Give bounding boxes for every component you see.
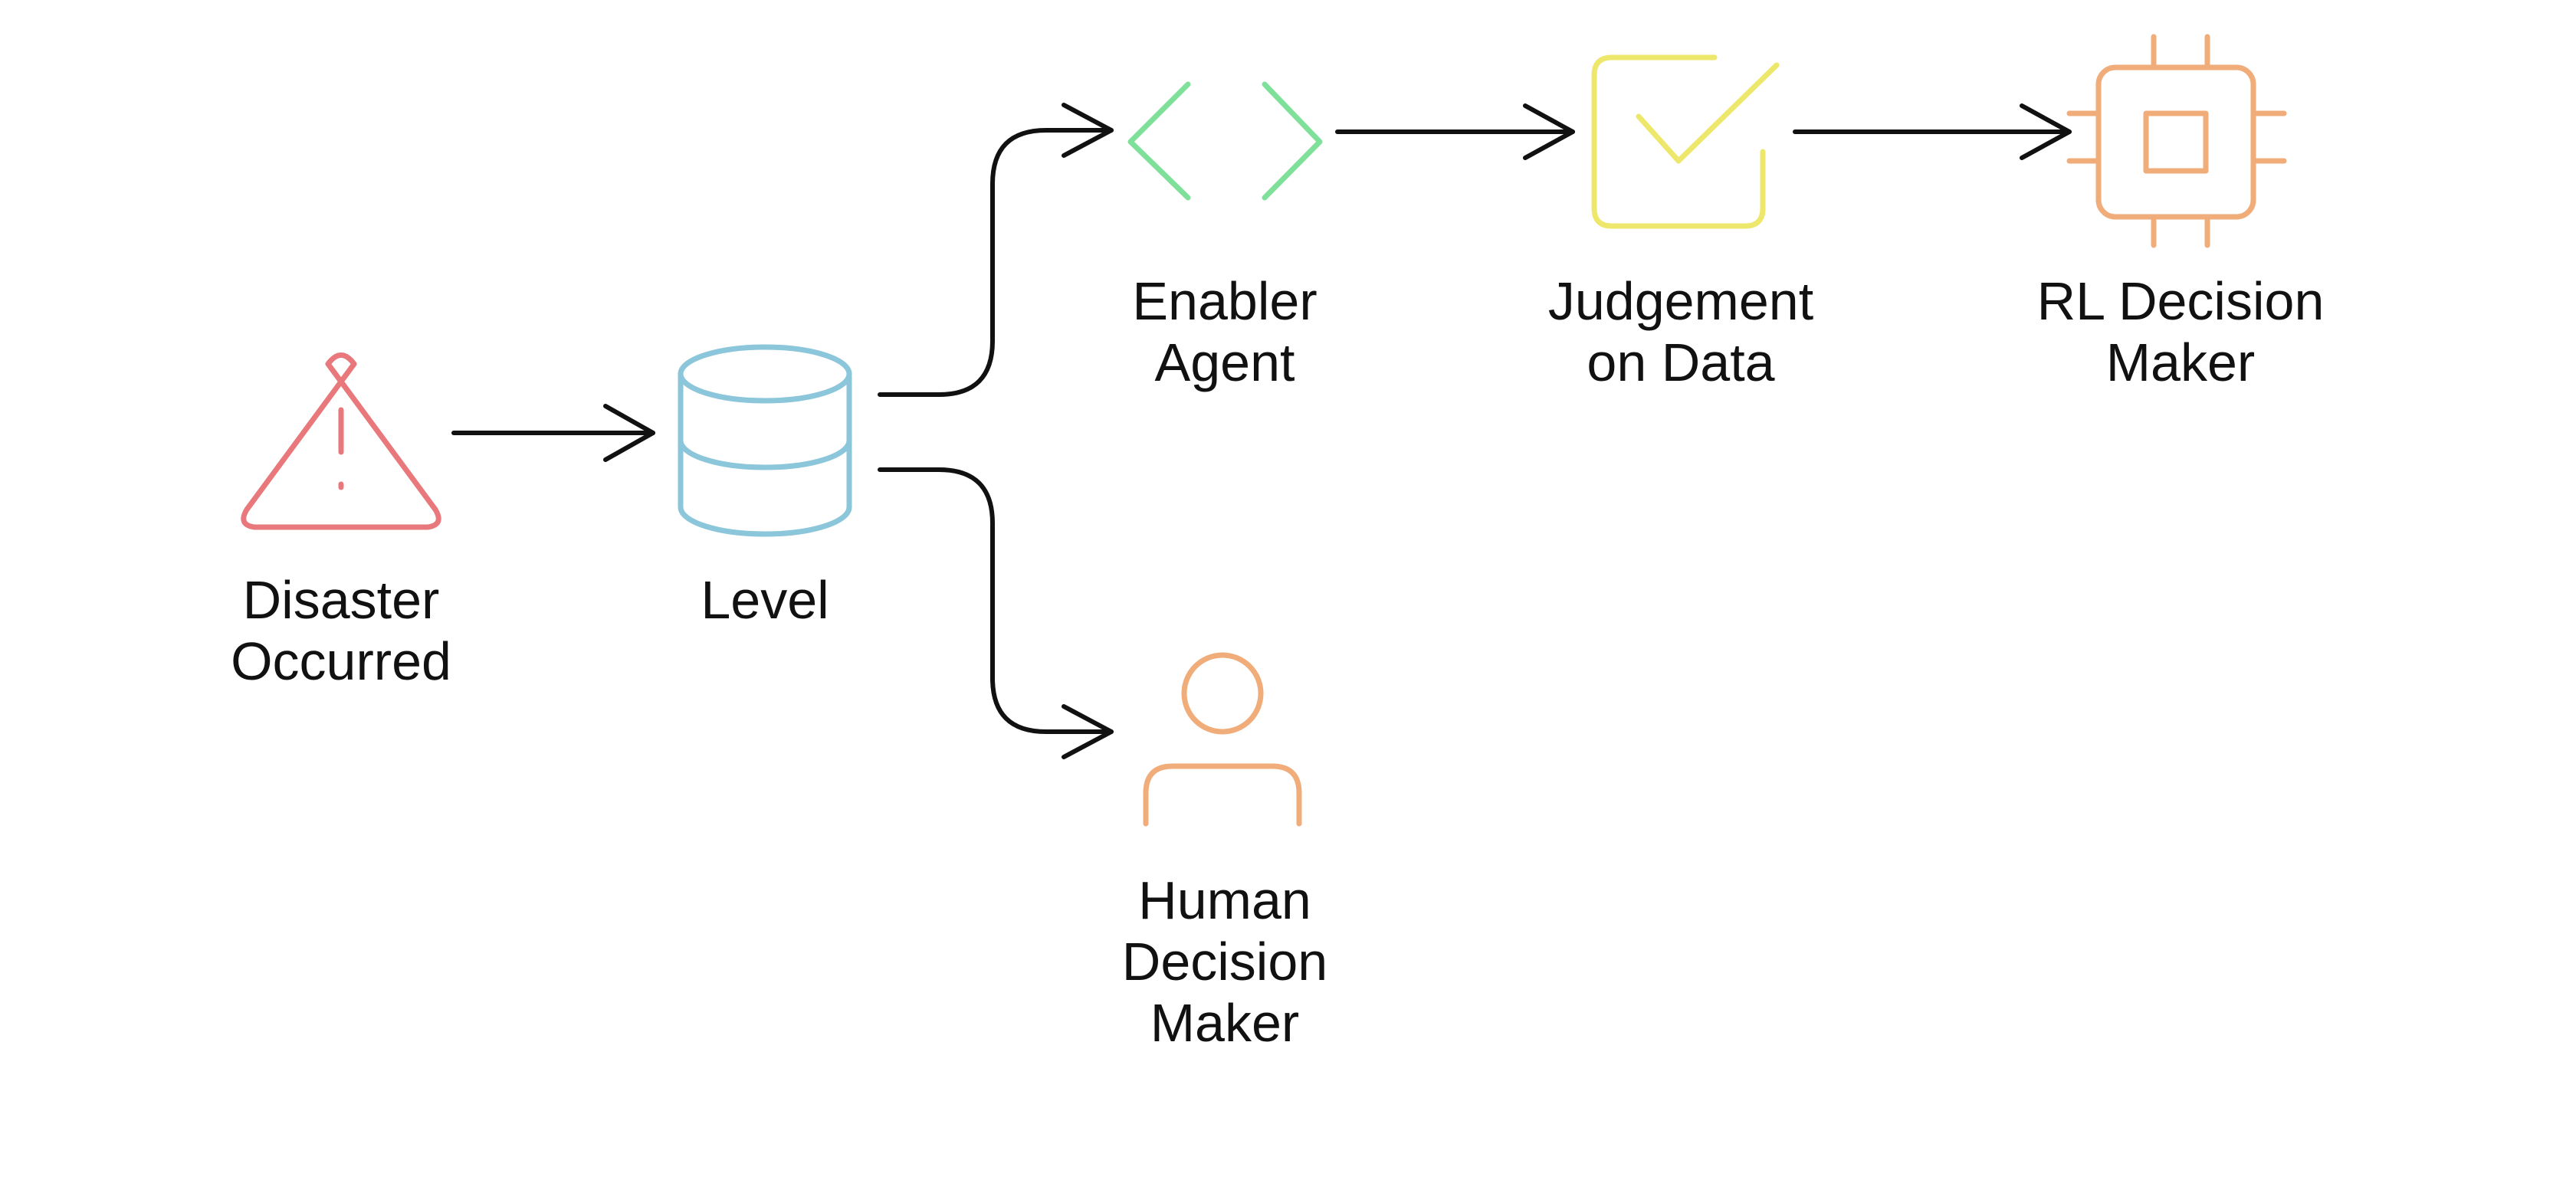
checkbox-icon	[1591, 54, 1780, 229]
warning-triangle-icon	[241, 352, 441, 530]
label-enabler-agent: Enabler Agent	[995, 270, 1455, 393]
connector-enabler-to-judgement	[1335, 103, 1575, 160]
label-line: Disaster	[242, 570, 440, 630]
person-icon	[1143, 652, 1302, 827]
label-line: on Data	[1587, 333, 1775, 392]
label-line: Decision	[1121, 932, 1328, 991]
label-line: Level	[701, 570, 829, 630]
label-judgement-on-data: Judgement on Data	[1451, 270, 1911, 393]
label-line: Maker	[1150, 993, 1300, 1053]
code-brackets-icon	[1127, 81, 1323, 201]
cpu-chip-icon	[2066, 34, 2287, 248]
label-human-decision-maker: Human Decision Maker	[995, 870, 1455, 1054]
label-line: Judgement	[1547, 271, 1814, 331]
label-line: Maker	[2105, 333, 2256, 392]
connector-level-to-human	[878, 467, 1114, 759]
label-line: Enabler	[1132, 271, 1318, 331]
label-line: Human	[1138, 870, 1311, 930]
connector-judgement-to-rl	[1793, 103, 2072, 160]
database-icon	[678, 344, 852, 537]
label-line: Occurred	[231, 631, 451, 691]
label-line: Agent	[1154, 333, 1295, 392]
connector-level-to-enabler	[878, 103, 1114, 397]
label-line: RL Decision	[2036, 271, 2325, 331]
label-disaster-occurred: Disaster Occurred	[111, 569, 571, 692]
label-level: Level	[535, 569, 995, 631]
label-rl-decision-maker: RL Decision Maker	[1951, 270, 2410, 393]
connector-disaster-to-level	[451, 404, 655, 462]
